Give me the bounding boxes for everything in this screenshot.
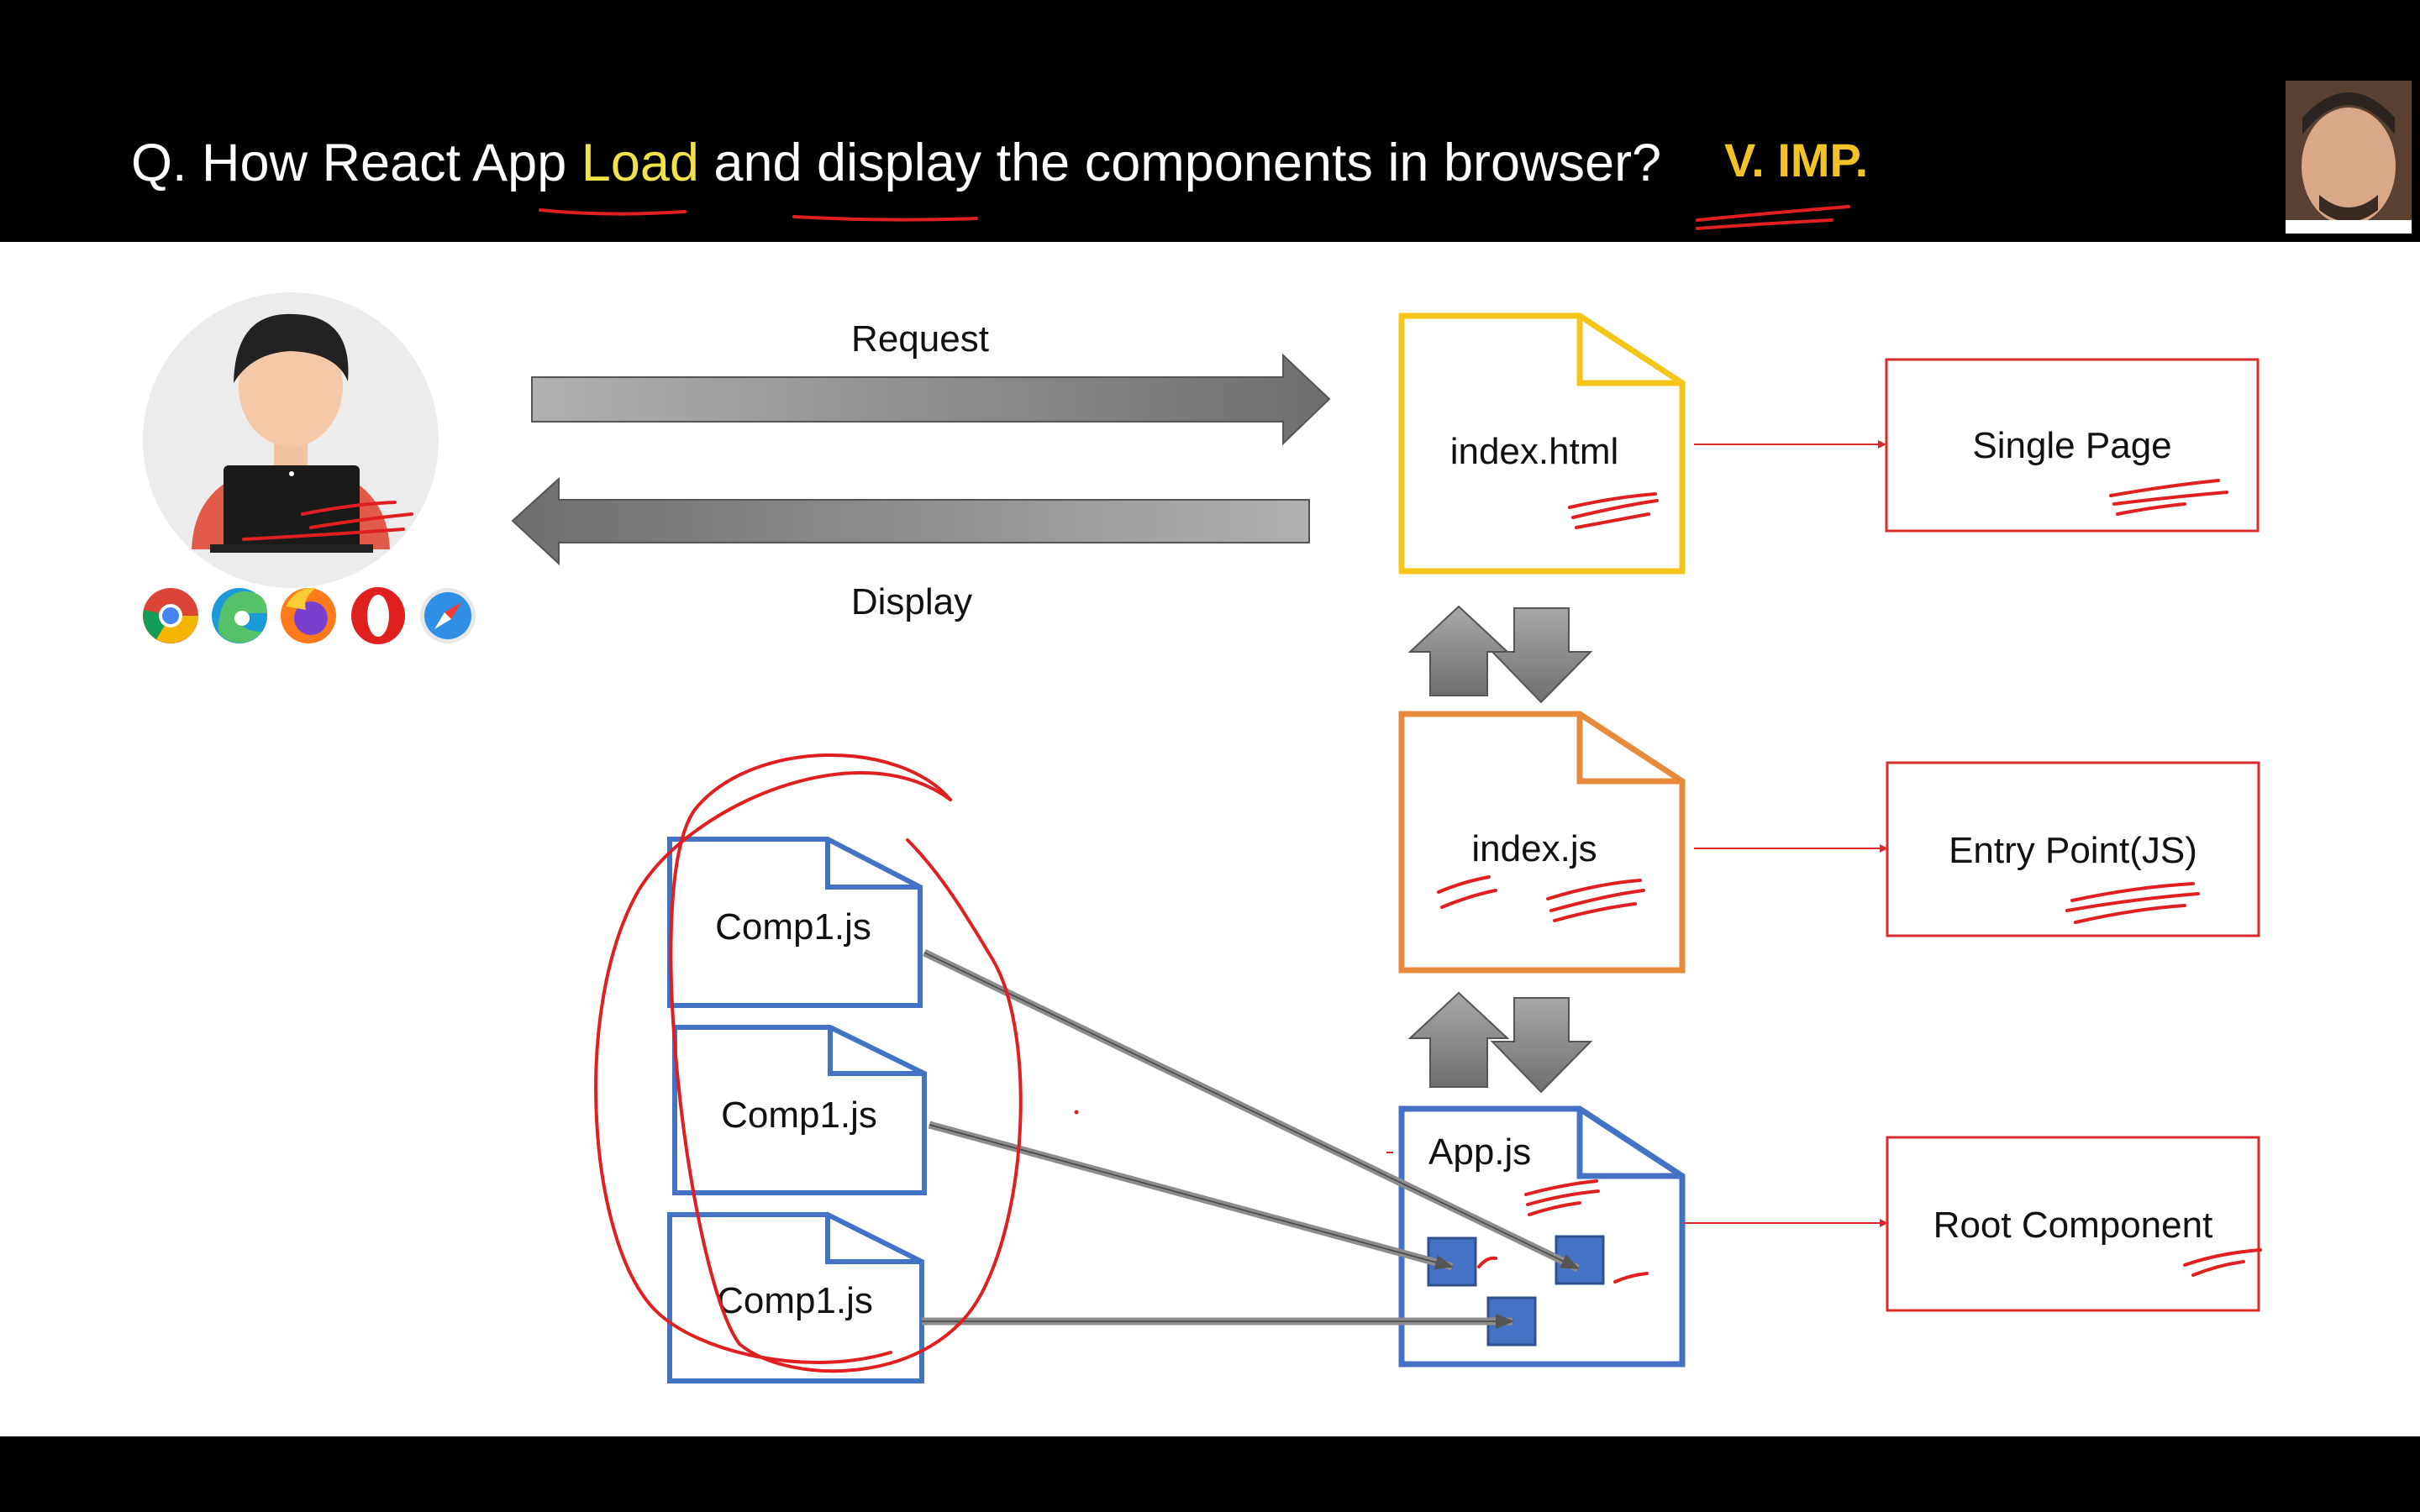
title-suffix: the components in browser? [981, 134, 1662, 192]
root-component-box [1886, 1136, 2260, 1312]
up-block-arrow [1407, 991, 1510, 1088]
chrome-icon [143, 588, 198, 643]
request-label: Request [851, 318, 989, 360]
edge-icon [212, 588, 267, 643]
firefox-icon [281, 587, 336, 643]
index-html-label: index.html [1450, 431, 1619, 472]
annotation-dot [1074, 1110, 1079, 1115]
handwritten-annotations [242, 205, 2262, 1373]
bottom-bar [0, 1436, 2420, 1512]
component-file-label: Comp1.js [717, 1280, 873, 1321]
down-block-arrow [1490, 607, 1593, 704]
title-bar [0, 0, 2420, 242]
entry-point-box [1886, 761, 2260, 937]
index-js-label: index.js [1471, 828, 1597, 869]
title-display: display [817, 134, 982, 192]
single-page-box [1885, 358, 2260, 533]
slide-title: Q. How React App Load and display the co… [131, 133, 1661, 193]
connector-arrow-outline [929, 1124, 1454, 1270]
display-label: Display [851, 581, 972, 622]
down-block-arrow [1490, 997, 1593, 1094]
root-component-label: Root Component [1933, 1205, 2213, 1246]
display-arrow [511, 476, 1310, 566]
connector-arrow-outline [923, 952, 1580, 1269]
user-avatar-icon [143, 292, 439, 588]
importance-badge: V. IMP. [1724, 134, 1869, 186]
component-file-label: Comp1.js [715, 906, 871, 948]
app-js-label: App.js [1428, 1131, 1531, 1173]
request-arrow [531, 353, 1331, 446]
single-page-label: Single Page [1972, 425, 2171, 466]
title-middle: and [698, 134, 818, 192]
opera-icon [351, 587, 405, 644]
title-prefix: Q. How React App [131, 134, 581, 192]
title-load: Load [581, 134, 699, 192]
component-file [672, 1025, 927, 1195]
entry-point-label: Entry Point(JS) [1949, 830, 2197, 871]
presenter-avatar [2286, 81, 2412, 234]
component-file-label: Comp1.js [721, 1095, 877, 1136]
safari-icon [420, 588, 476, 643]
